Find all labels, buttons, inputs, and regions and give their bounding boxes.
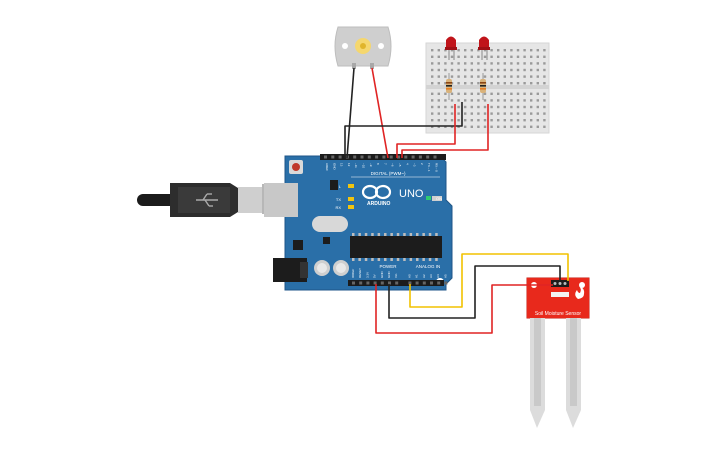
arduino-logo-icon	[361, 184, 392, 200]
mounting-hole	[579, 282, 585, 288]
resistor-left[interactable]	[446, 73, 452, 100]
power-pin-label: IOREF	[351, 269, 355, 278]
power-pin-label: A2	[422, 274, 426, 278]
wire-motor-red[interactable]	[371, 67, 389, 159]
led-left[interactable]	[445, 36, 457, 61]
sensor-label: Soil Moisture Sensor	[535, 311, 581, 317]
usb-icon	[196, 193, 218, 207]
mounting-hole	[378, 43, 384, 49]
digital-pin-label: 2	[420, 163, 424, 165]
wires	[344, 67, 569, 334]
soil-moisture-sensor[interactable]: Soil Moisture Sensor	[526, 277, 590, 428]
wire-sensor-black[interactable]	[388, 265, 561, 319]
analog-header-label: ANALOG IN	[416, 264, 441, 269]
wire-sensor-yellow[interactable]	[409, 253, 569, 308]
power-header-label: POWER	[379, 264, 397, 269]
digital-pin-label: AREF	[325, 163, 329, 171]
power-pin-label: A5	[443, 274, 447, 278]
voltage-regulator	[293, 240, 303, 250]
digital-pin-label: GND	[332, 163, 336, 171]
digital-pin-label: 13	[340, 163, 344, 167]
resistor-right[interactable]	[480, 73, 486, 100]
rx-led	[348, 205, 354, 209]
digital-pin-label: 7	[383, 163, 387, 165]
mounting-hole	[342, 43, 348, 49]
power-pin-label: A4	[436, 274, 440, 278]
digital-pin-label: ~9	[369, 163, 373, 167]
digital-header-label: DIGITAL (PWM~)	[371, 171, 406, 176]
power-pin-label: A0	[407, 274, 411, 278]
on-label: ON	[436, 196, 442, 201]
rx-label: RX	[335, 205, 341, 210]
sparkfun-flame-icon	[575, 286, 585, 299]
wire-led-red-2[interactable]	[401, 104, 489, 158]
digital-pin-label: 8	[376, 163, 380, 165]
dc-motor[interactable]	[334, 26, 392, 69]
brand-label: ARDUINO	[367, 201, 390, 207]
digital-pin-label: 12	[347, 163, 351, 167]
power-pin-label: RESET	[358, 268, 362, 278]
chip-pins	[352, 233, 438, 261]
tx-led	[348, 197, 354, 201]
power-pin-label: GND	[380, 271, 384, 279]
l-label: L	[339, 184, 342, 189]
digital-pin-label: 4	[405, 163, 409, 165]
on-led	[426, 196, 431, 200]
digital-pin-label: ~11	[354, 163, 358, 168]
power-pin-label: 3.3V	[365, 272, 369, 278]
digital-pin-label: ~10	[362, 163, 366, 168]
model-label: UNO	[399, 188, 424, 200]
power-pin-label: Vin	[394, 273, 398, 278]
wire-led-red-1[interactable]	[396, 104, 456, 158]
power-pin-label: A1	[415, 274, 419, 278]
digital-pin-label: ~6	[391, 163, 395, 167]
wire-motor-black[interactable]	[346, 67, 355, 159]
digital-pin-label: ~5	[398, 163, 402, 167]
power-pin-label: GND	[387, 271, 391, 279]
wire-sensor-red[interactable]	[375, 284, 553, 334]
atmega-chip	[350, 236, 442, 258]
l-led	[348, 184, 354, 188]
digital-pin-label: RX←0	[435, 163, 439, 172]
crystal-oscillator	[312, 216, 348, 232]
wire-led-black[interactable]	[344, 102, 463, 158]
digital-pin-label: TX→1	[427, 163, 431, 172]
power-pin-label: A3	[429, 274, 433, 278]
usb-cable[interactable]	[137, 183, 292, 217]
power-pin-label: 5V	[373, 274, 377, 278]
led-right[interactable]	[478, 36, 490, 61]
digital-pin-label: ~3	[413, 163, 417, 167]
usb-port	[264, 183, 298, 217]
tx-label: TX	[336, 197, 341, 202]
